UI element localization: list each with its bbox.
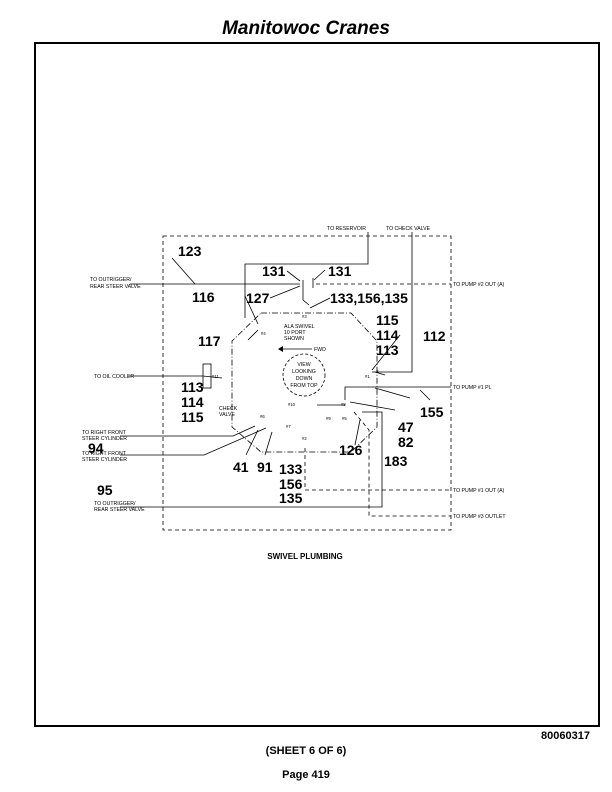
label-to-pump1-pl: TO PUMP #1 PL	[453, 385, 492, 391]
callout-115-right: 115	[376, 312, 399, 328]
port-label-7: #7	[286, 424, 291, 429]
port-label-9: #9	[326, 416, 331, 421]
page-header-title: Manitowoc Cranes	[222, 18, 390, 39]
callout-114-right: 114	[376, 327, 399, 343]
callout-114-left: 114	[181, 394, 204, 410]
label-to-pump2-out: TO PUMP #2 OUT (A)	[453, 282, 505, 288]
label-to-outrigger-top-1: TO OUTRIGGER/	[90, 277, 132, 283]
callout-183: 183	[384, 453, 408, 469]
callout-41: 41	[233, 459, 249, 475]
label-to-outrigger-bottom-2: REAR STEER VALVE	[94, 507, 145, 513]
callout-95: 95	[97, 482, 113, 498]
port-label-11: #11	[212, 374, 219, 379]
callout-47: 47	[398, 419, 414, 435]
label-view-1: VIEW	[297, 362, 310, 368]
callout-116: 116	[192, 289, 215, 305]
label-to-outrigger-top-2: REAR STEER VALVE	[90, 284, 141, 290]
callout-156-bottom: 156	[279, 476, 303, 492]
label-to-oil-cooler: TO OIL COOLER	[94, 374, 134, 380]
page-number: Page 419	[282, 769, 330, 781]
label-view-4: FROM TOP	[290, 383, 318, 389]
label-check-valve-2: VALVE	[219, 412, 235, 418]
callout-117: 117	[198, 333, 221, 349]
callout-113-right: 113	[376, 342, 399, 358]
port-label-4: #4	[261, 331, 266, 336]
port-label-6: #6	[260, 414, 265, 419]
callout-82: 82	[398, 434, 414, 450]
label-view-3: DOWN	[296, 376, 313, 382]
port-label-10: #10	[288, 402, 296, 407]
document-number: 80060317	[541, 730, 590, 742]
callout-135-bottom: 135	[279, 490, 303, 506]
port-label-2: #2	[302, 436, 307, 441]
label-to-check-valve: TO CHECK VALVE	[386, 226, 431, 232]
label-to-right-front-1b: STEER CYLINDER	[82, 436, 127, 442]
label-view-2: LOOKING	[292, 369, 316, 375]
callout-113-left: 113	[181, 379, 204, 395]
callout-131-right: 131	[328, 263, 352, 279]
callout-127: 127	[246, 290, 270, 306]
label-check-valve-1: CHECK	[219, 406, 238, 412]
port-label-3: #3	[302, 314, 307, 319]
label-to-right-front-2a: TO RIGHT FRONT	[82, 451, 127, 457]
diagram-title: SWIVEL PLUMBING	[267, 552, 342, 561]
label-to-pump3-outlet: TO PUMP #3 OUTLET	[453, 514, 506, 520]
port-label-1: #1	[365, 374, 370, 379]
port-label-x: X	[376, 369, 379, 374]
callout-112: 112	[423, 328, 446, 344]
callout-131-left: 131	[262, 263, 286, 279]
label-swivel-3: SHOWN	[284, 336, 304, 342]
view-circle	[282, 353, 326, 397]
callout-94: 94	[88, 440, 104, 456]
callout-91: 91	[257, 459, 273, 475]
swivel-boundary-box	[162, 235, 452, 531]
swivel-octagon	[231, 312, 378, 453]
port-label-5: #5	[342, 416, 347, 421]
label-to-right-front-2b: STEER CYLINDER	[82, 457, 127, 463]
callout-133-bottom: 133	[279, 461, 303, 477]
label-to-right-front-1a: TO RIGHT FRONT	[82, 430, 127, 436]
label-to-outrigger-bottom-1: TO OUTRIGGER/	[94, 501, 136, 507]
callout-126: 126	[339, 442, 363, 458]
callout-155: 155	[420, 404, 444, 420]
callout-123: 123	[178, 243, 202, 259]
callout-133-156-135-top: 133,156,135	[330, 290, 408, 306]
callout-115-left: 115	[181, 409, 204, 425]
label-to-pump1-out: TO PUMP #1 OUT (A)	[453, 488, 505, 494]
label-swivel-2: 10 PORT	[284, 330, 306, 336]
port-label-8: #8	[341, 402, 346, 407]
label-fwd: FWD	[314, 347, 326, 353]
sheet-indicator: (SHEET 6 OF 6)	[265, 745, 347, 757]
label-to-reservoir: TO RESERVOIR	[327, 226, 366, 232]
drawing-frame	[34, 42, 600, 727]
label-swivel-1: ALA SWIVEL	[284, 324, 315, 330]
